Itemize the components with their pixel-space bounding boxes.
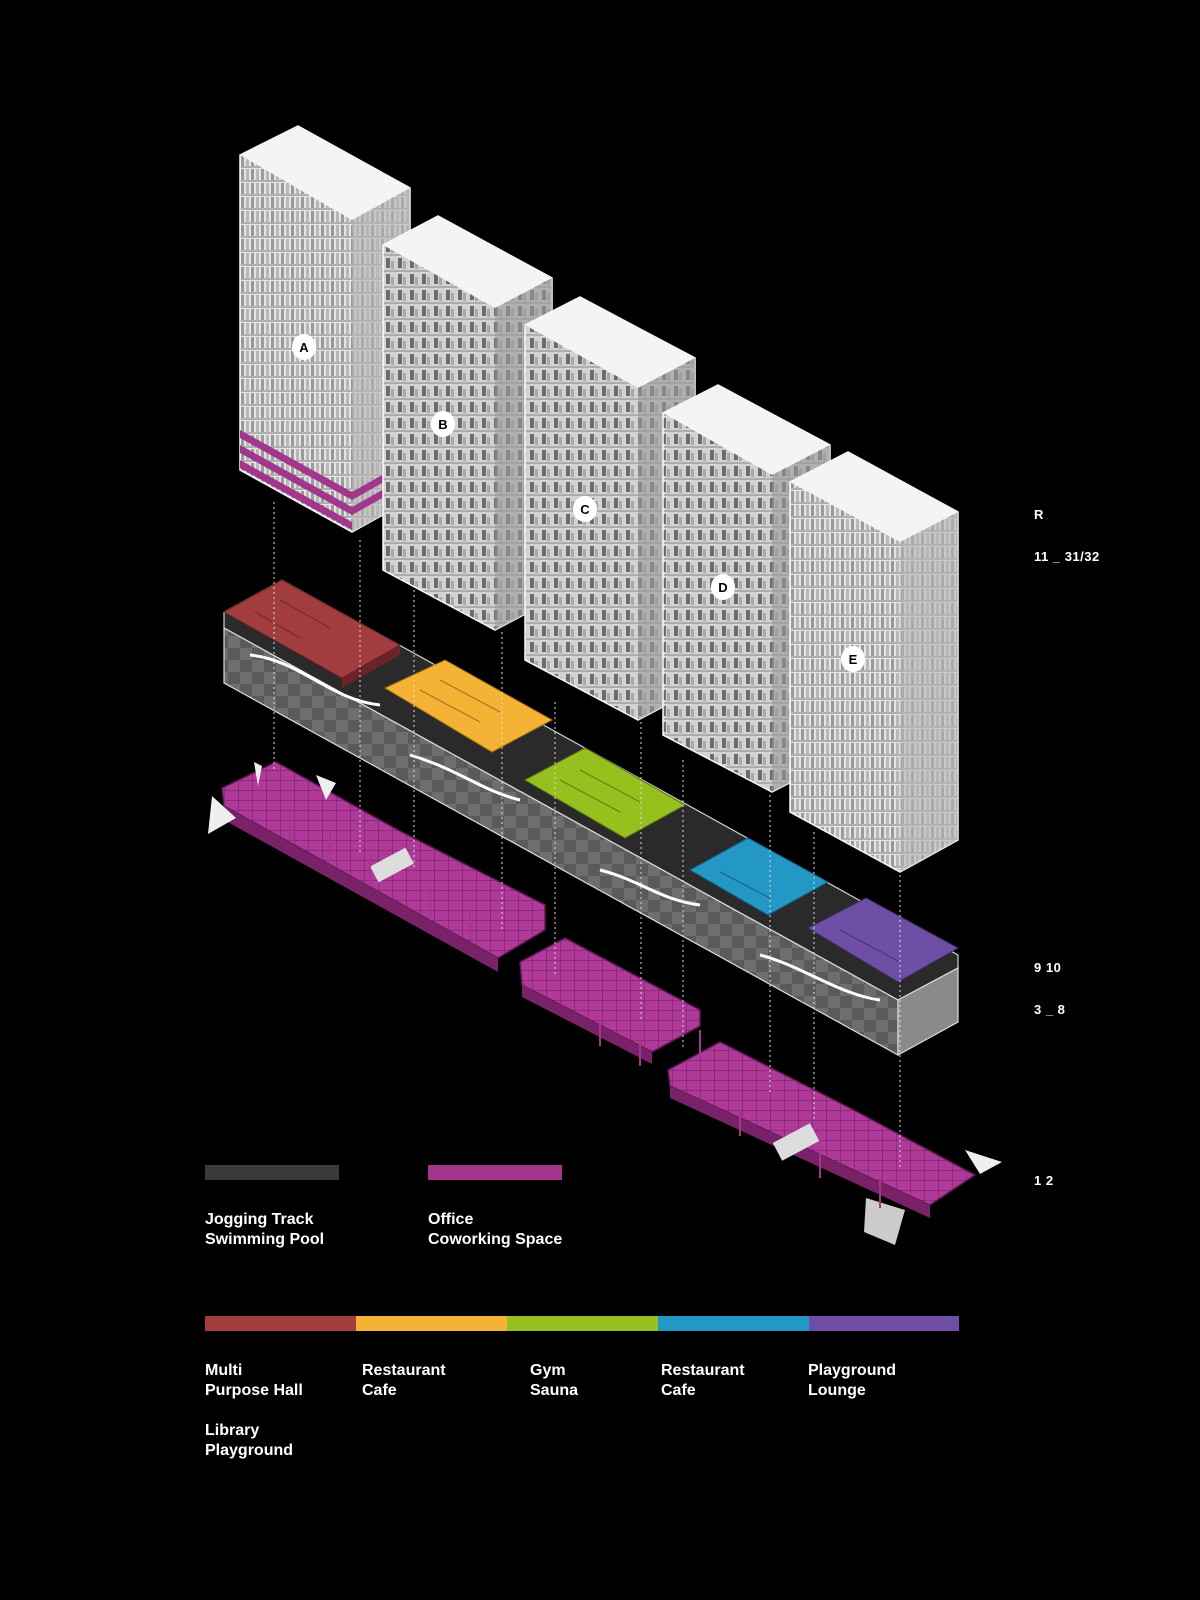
amenity-floors — [222, 579, 960, 983]
legend-line: Lounge — [808, 1382, 866, 1399]
legend-text-multi-purpose: Multi Purpose Hall Library Playground — [205, 1361, 303, 1461]
tower-label-markers: A B C D E — [292, 334, 865, 672]
legend-line: Office — [428, 1211, 474, 1228]
tower-label-marker-b — [431, 411, 455, 437]
legend-swatch-multi-purpose — [205, 1316, 356, 1331]
alignment-lines — [273, 502, 901, 1170]
legend-swatch-restaurant-2 — [658, 1316, 809, 1331]
legend-line: Swimming Pool — [205, 1231, 325, 1248]
legend-line: Restaurant — [661, 1362, 745, 1379]
legend-line: Coworking Space — [428, 1231, 563, 1248]
legend-text-gym: Gym Sauna — [530, 1361, 578, 1401]
legend-line: Jogging Track — [205, 1211, 314, 1228]
tower-label-d: D — [718, 580, 727, 595]
tower-e — [789, 451, 959, 873]
legend-line: Library — [205, 1422, 260, 1439]
level-label-roof: R — [1034, 507, 1044, 522]
level-label-podium-floors: 3 _ 8 — [1034, 1002, 1066, 1017]
legend-swatch-playground — [809, 1316, 959, 1331]
tower-label-marker-e — [841, 646, 865, 672]
legend-line: Cafe — [661, 1382, 696, 1399]
legend-swatch-restaurant-1 — [356, 1316, 507, 1331]
tower-label-marker-c — [573, 496, 597, 522]
tower-label-marker-d — [711, 574, 735, 600]
legend-line: Purpose Hall — [205, 1382, 303, 1399]
legend-line: Restaurant — [362, 1362, 446, 1379]
legend-text-playground: Playground Lounge — [808, 1361, 896, 1401]
ground-floor-slabs — [208, 761, 1002, 1245]
legend-line: Sauna — [530, 1382, 579, 1399]
level-label-tower-floors: 11 _ 31/32 — [1034, 549, 1100, 564]
tower-label-a: A — [299, 340, 309, 355]
level-label-amenity-floors: 9 10 — [1034, 960, 1062, 975]
legend-line: Multi — [205, 1362, 243, 1379]
legend-text-office: Office Coworking Space — [428, 1210, 562, 1250]
residential-towers — [239, 125, 959, 873]
legend-text-jogging: Jogging Track Swimming Pool — [205, 1210, 324, 1250]
tower-label-marker-a — [292, 334, 316, 360]
tower-label-e: E — [849, 652, 858, 667]
legend-text-restaurant-1: Restaurant Cafe — [362, 1361, 446, 1401]
tower-label-c: C — [580, 502, 590, 517]
legend-line: Cafe — [362, 1382, 397, 1399]
legend-text-restaurant-2: Restaurant Cafe — [661, 1361, 745, 1401]
level-label-ground-floors: 1 2 — [1034, 1173, 1054, 1188]
legend-swatch-jogging — [205, 1165, 339, 1180]
legend-line: Playground — [205, 1442, 294, 1459]
legend-swatch-office — [428, 1165, 562, 1180]
legend-line: Gym — [530, 1362, 566, 1379]
legend-line: Playground — [808, 1362, 897, 1379]
legend-swatch-gym — [507, 1316, 658, 1331]
tower-label-b: B — [438, 417, 447, 432]
